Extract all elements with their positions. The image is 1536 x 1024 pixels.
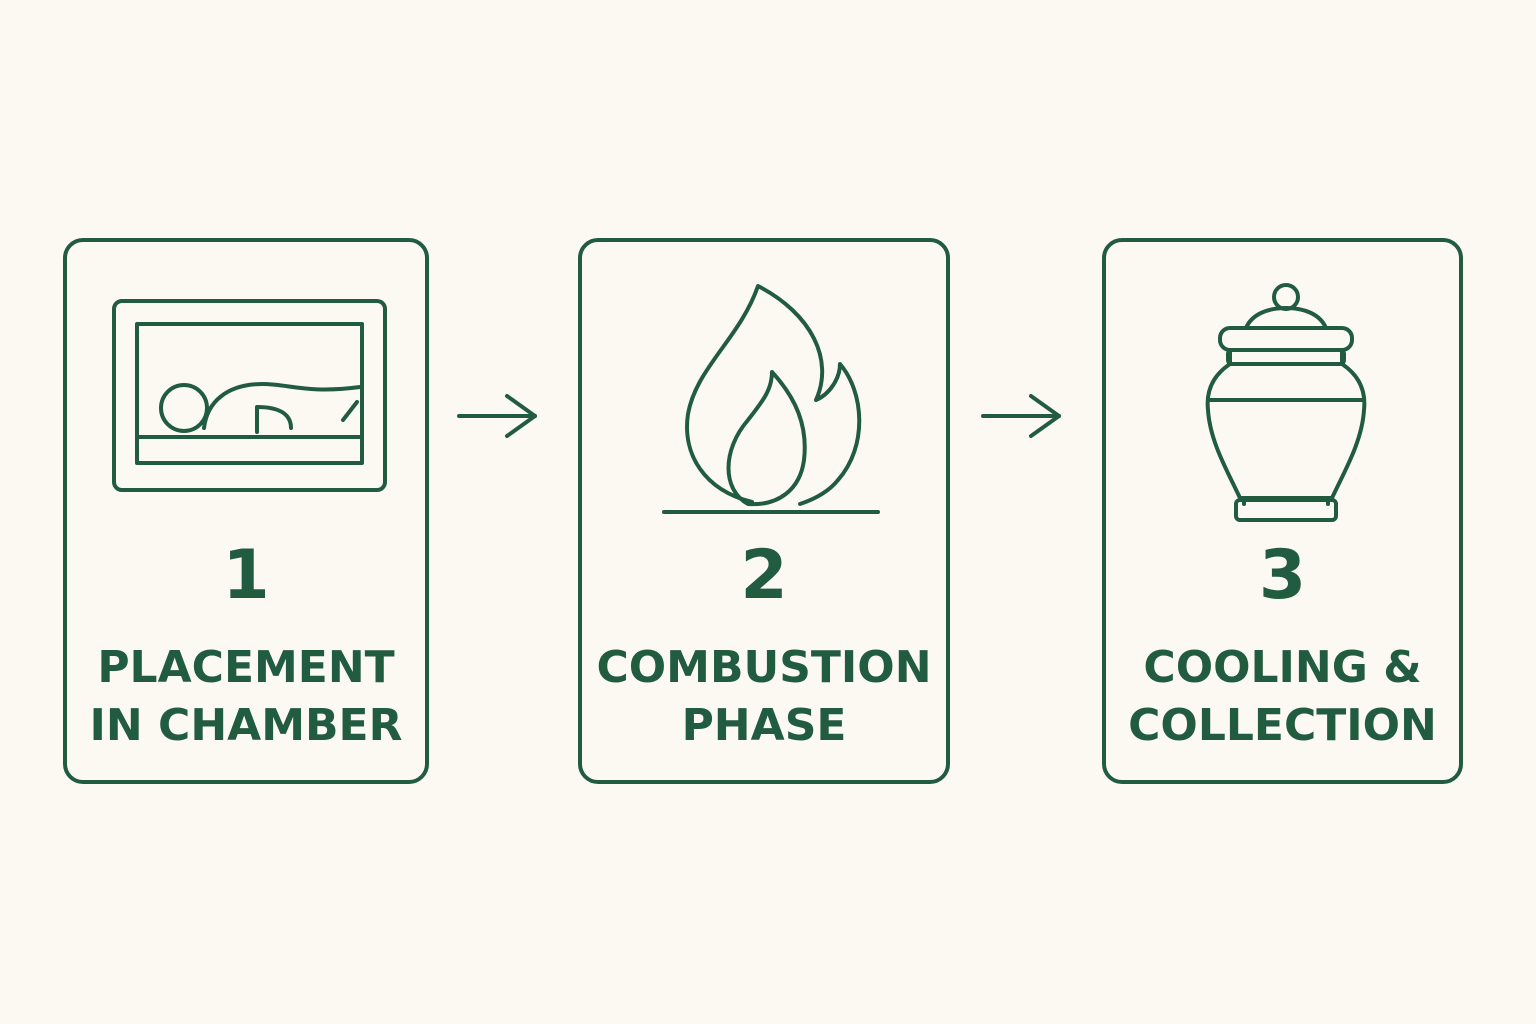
step-label-line: PHASE <box>681 700 847 751</box>
step-label: COMBUSTION PHASE <box>582 639 946 755</box>
step-label-line: COMBUSTION <box>596 642 932 693</box>
step-label: PLACEMENT IN CHAMBER <box>67 639 425 755</box>
step-label-line: COLLECTION <box>1128 700 1437 751</box>
step-label-line: PLACEMENT <box>97 642 395 693</box>
flame-icon <box>662 284 880 514</box>
step-number: 1 <box>222 536 270 615</box>
urn-icon <box>1205 283 1367 522</box>
step-label-line: IN CHAMBER <box>89 700 403 751</box>
arrow-right-icon <box>457 394 537 438</box>
step-number: 3 <box>1258 536 1307 615</box>
step-label: COOLING & COLLECTION <box>1106 639 1459 755</box>
step-card-placement: 1 PLACEMENT IN CHAMBER <box>63 238 429 784</box>
arrow-right-icon <box>981 394 1061 438</box>
step-card-combustion: 2 COMBUSTION PHASE <box>578 238 950 784</box>
step-number: 2 <box>740 536 788 615</box>
step-label-line: COOLING & <box>1143 642 1422 693</box>
step-card-cooling: 3 COOLING & COLLECTION <box>1102 238 1463 784</box>
cremation-chamber-icon <box>112 299 387 492</box>
